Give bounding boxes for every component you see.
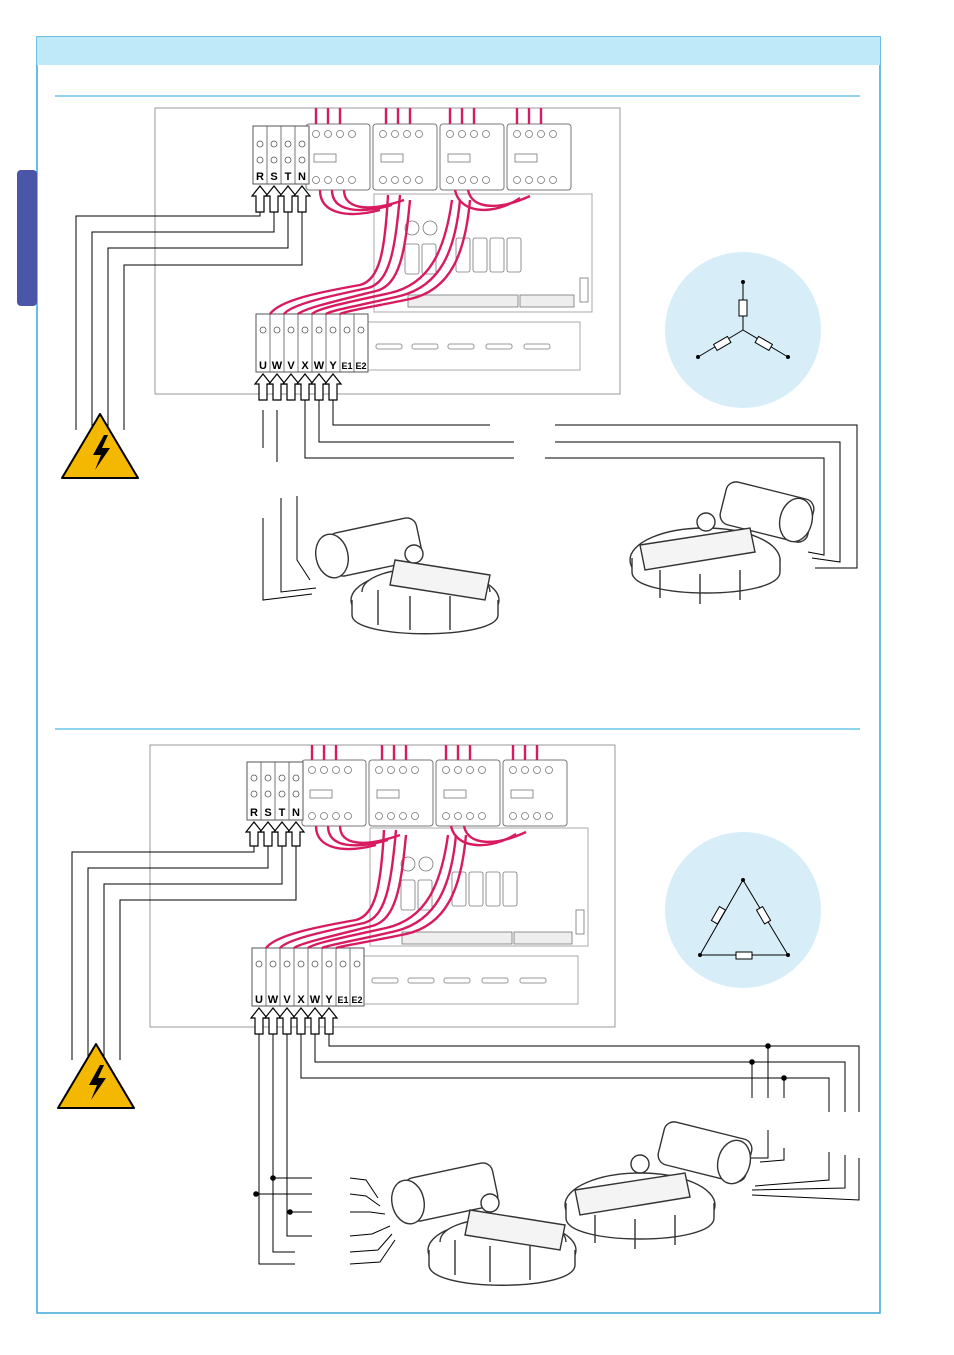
terminal-x: X	[301, 360, 309, 372]
terminal-w: W	[268, 994, 279, 1006]
delta-connection-icon	[665, 832, 821, 988]
junction-dots	[253, 1043, 787, 1215]
gate-motor-right	[630, 480, 817, 604]
terminal-n: N	[292, 807, 300, 819]
gate-motor-right	[565, 1120, 755, 1249]
top-wiring-diagram: R S T N U W V X W Y E1 E2	[62, 108, 857, 634]
bottom-wiring-diagram: R S T N U W V X W Y E1 E2	[58, 745, 859, 1285]
terminal-u: U	[255, 994, 263, 1006]
side-tab	[17, 170, 37, 306]
high-voltage-warning-icon	[62, 414, 138, 478]
gate-motor-left	[312, 516, 499, 634]
output-terminal-block: U W V X W Y E1 E2	[252, 948, 364, 1006]
high-voltage-warning-icon	[58, 1044, 134, 1108]
terminal-t: T	[285, 171, 292, 183]
terminal-e2: E2	[351, 995, 362, 1005]
terminal-s: S	[264, 807, 271, 819]
terminal-v: V	[283, 994, 291, 1006]
terminal-e1: E1	[337, 995, 348, 1005]
gate-motor-left	[388, 1161, 576, 1285]
terminal-u: U	[259, 360, 267, 372]
terminal-s: S	[270, 171, 277, 183]
terminal-y: Y	[329, 360, 337, 372]
terminal-r: R	[256, 171, 264, 183]
output-terminal-block: U W V X W Y E1 E2	[256, 314, 368, 372]
terminal-n: N	[298, 171, 306, 183]
terminal-y: Y	[325, 994, 333, 1006]
input-terminal-block: R S T N	[247, 762, 303, 820]
terminal-t: T	[279, 807, 286, 819]
terminal-v: V	[287, 360, 295, 372]
terminal-e1: E1	[341, 361, 352, 371]
input-terminal-block: R S T N	[253, 126, 309, 184]
terminal-x: X	[297, 994, 305, 1006]
terminal-e2: E2	[355, 361, 366, 371]
terminal-w2: W	[310, 994, 321, 1006]
terminal-r: R	[250, 807, 258, 819]
terminal-w: W	[272, 360, 283, 372]
star-connection-icon	[665, 252, 821, 408]
header-band	[37, 37, 880, 65]
terminal-w2: W	[314, 360, 325, 372]
